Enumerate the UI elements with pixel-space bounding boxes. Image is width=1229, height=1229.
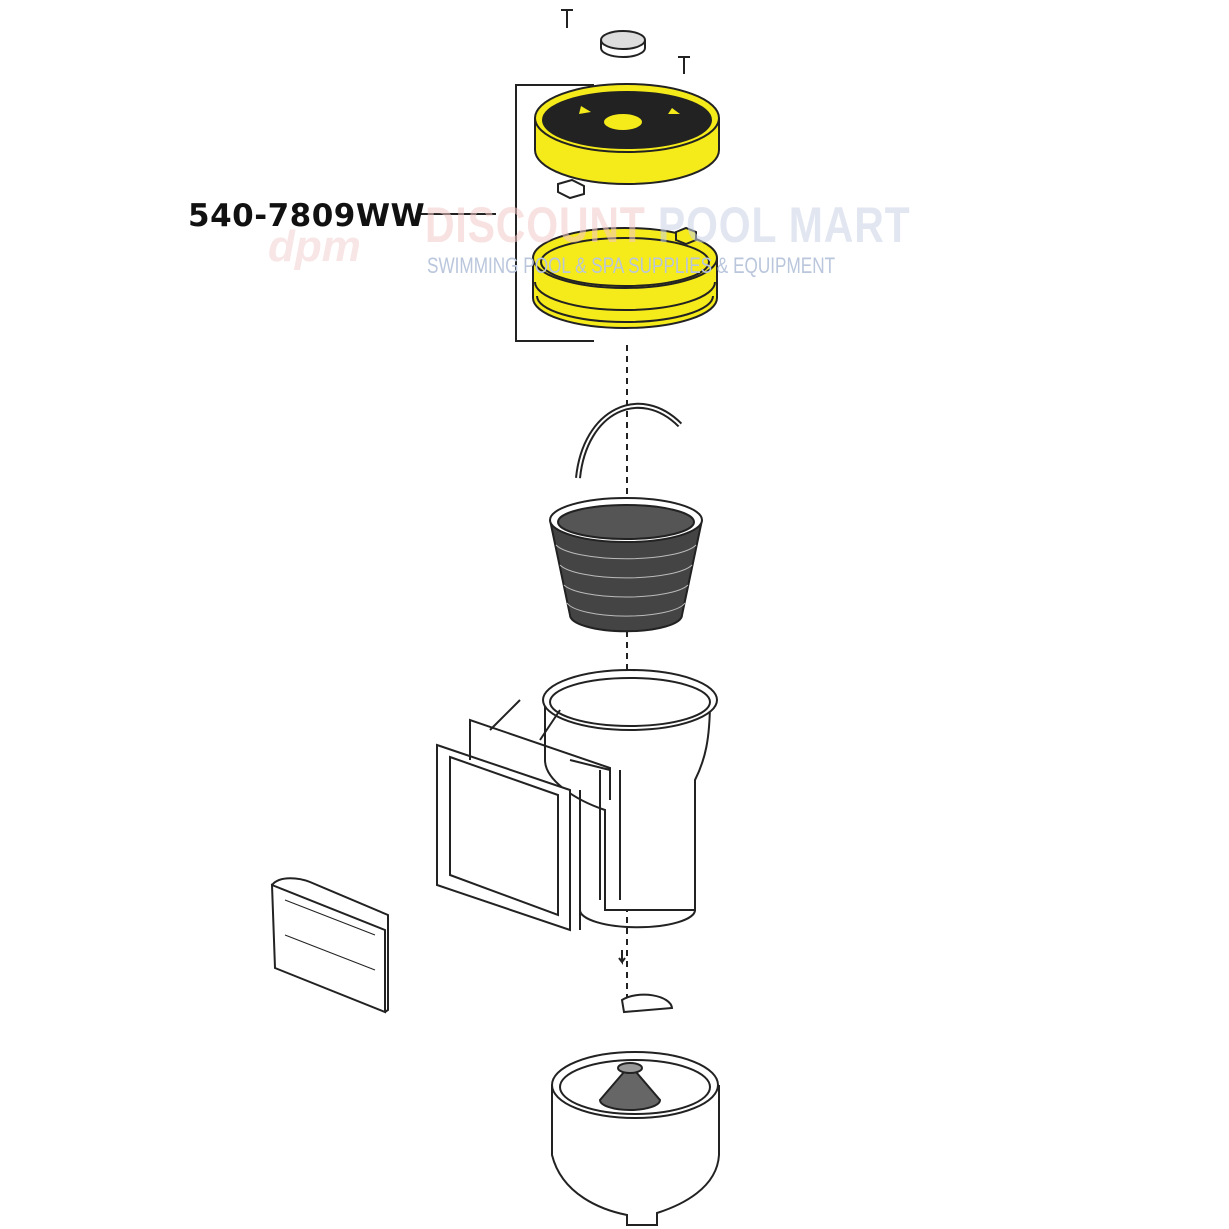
skimmer-collar [532,226,718,329]
skimmer-basket [549,497,703,633]
lid-clip [557,178,585,200]
equalizer-housing [551,1051,720,1226]
skimmer-lid [534,83,720,185]
basket-handle-highlight [577,405,681,479]
watermark-title-red: DISCOUNT [425,197,658,253]
top-cap [600,30,646,58]
valve-flap [618,950,674,1014]
weir-door [270,877,389,1014]
watermark-title-blue: POOL MART [657,197,911,253]
part-number-label: 540-7809WW [188,198,426,234]
screw-left [561,9,573,28]
group-bracket [515,84,594,342]
watermark-title: DISCOUNT POOL MART [425,196,911,254]
watermark-subtitle: SWIMMING POOL & SPA SUPPLIES & EQUIPMENT [427,253,836,278]
screw-right [678,56,690,74]
skimmer-body [436,669,718,932]
watermark-logo: dpm [268,222,361,271]
basket-handle [575,403,683,479]
